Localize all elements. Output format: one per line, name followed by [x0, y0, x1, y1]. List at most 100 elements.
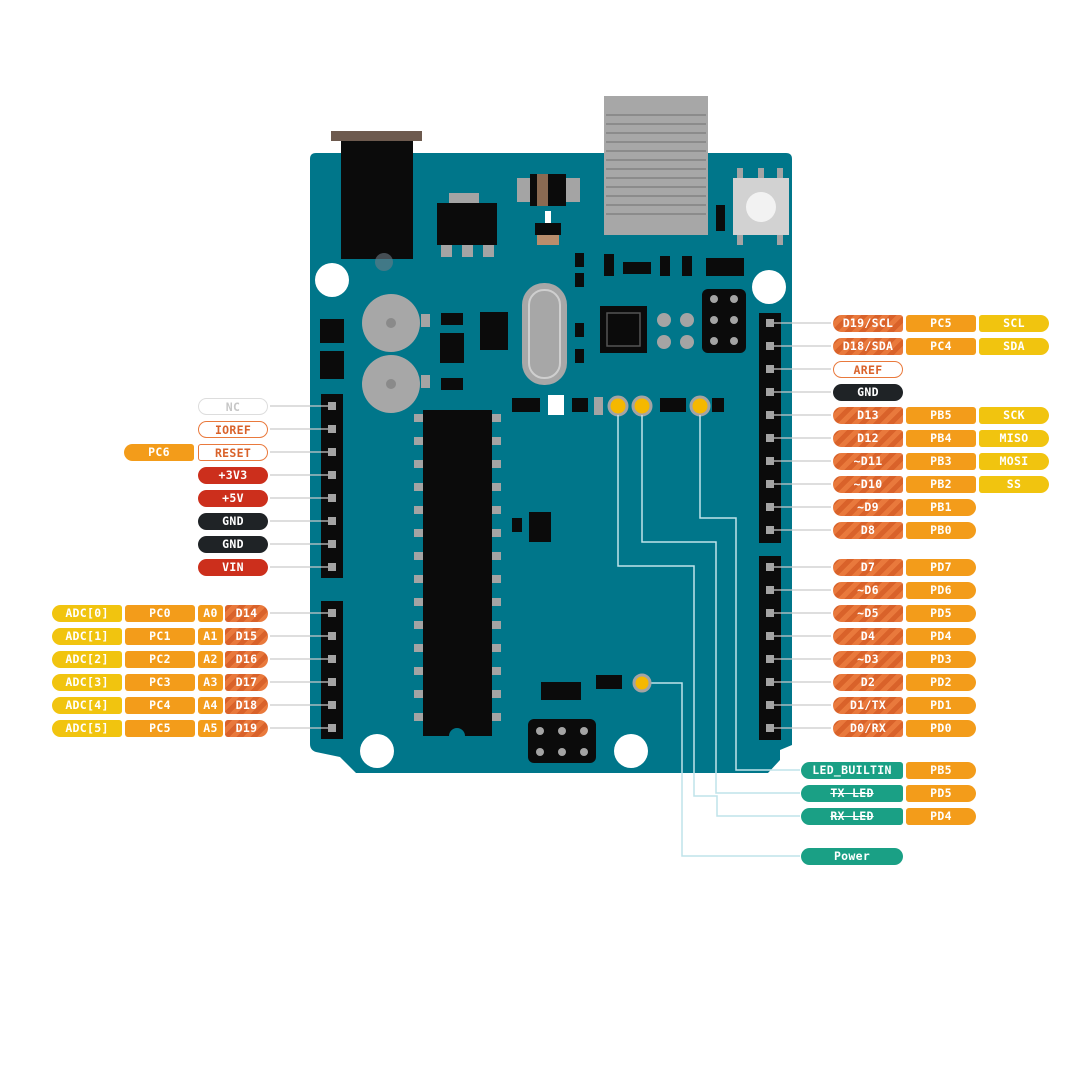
pin-port: PC5 — [125, 720, 195, 737]
right-header-upper — [759, 313, 781, 543]
pin-comm: SDA — [979, 338, 1049, 355]
pin-port: PB1 — [906, 499, 976, 516]
header-pin — [328, 402, 336, 410]
reset-button — [733, 168, 789, 245]
led-rx-port: PD4 — [906, 808, 976, 825]
led-builtin-indicator — [689, 395, 711, 417]
header-pin — [328, 678, 336, 686]
header-pin — [766, 434, 774, 442]
pin-port: PD2 — [906, 674, 976, 691]
pin-digital: D4 — [833, 628, 903, 645]
pin-analog: A2 — [198, 651, 223, 668]
pin-port: PD4 — [906, 628, 976, 645]
led-power-indicator — [632, 673, 652, 693]
pin-digital: ~D10 — [833, 476, 903, 493]
pin-digital: D8 — [833, 522, 903, 539]
pin-analog: A4 — [198, 697, 223, 714]
pin-analog: A3 — [198, 674, 223, 691]
pin-vin: VIN — [198, 559, 268, 576]
led-rx-indicator — [607, 395, 629, 417]
pin-comm: MISO — [979, 430, 1049, 447]
pin-adc: ADC[1] — [52, 628, 122, 645]
header-pin — [328, 494, 336, 502]
header-pin — [328, 563, 336, 571]
led-tx-indicator — [631, 395, 653, 417]
pin-digital: ~D5 — [833, 605, 903, 622]
pin-port: PC3 — [125, 674, 195, 691]
pin-port: PC2 — [125, 651, 195, 668]
pin-port: PB2 — [906, 476, 976, 493]
pin-port: PB0 — [906, 522, 976, 539]
pin-digital: ~D3 — [833, 651, 903, 668]
header-pin — [328, 655, 336, 663]
pin-port: PC5 — [906, 315, 976, 332]
pin-analog: A1 — [198, 628, 223, 645]
pin-port: PB4 — [906, 430, 976, 447]
pin-port: PC4 — [125, 697, 195, 714]
pin-gnd-2: GND — [198, 536, 268, 553]
header-pin — [766, 480, 774, 488]
pin-comm: SS — [979, 476, 1049, 493]
pin-comm: SCK — [979, 407, 1049, 424]
pin-digital: D18 — [225, 697, 268, 714]
pin-digital: ~D6 — [833, 582, 903, 599]
power-jack — [331, 131, 422, 141]
header-pin — [766, 503, 774, 511]
pin-digital: D2 — [833, 674, 903, 691]
pin-port: PD7 — [906, 559, 976, 576]
pin-digital: ~D9 — [833, 499, 903, 516]
pin-port: PC4 — [906, 338, 976, 355]
mount-hole — [360, 734, 394, 768]
pin-digital: D18/SDA — [833, 338, 903, 355]
pin-adc: ADC[4] — [52, 697, 122, 714]
pin-digital: ~D11 — [833, 453, 903, 470]
pin-gnd-right: GND — [833, 384, 903, 401]
pin-adc: ADC[0] — [52, 605, 122, 622]
header-pin — [328, 540, 336, 548]
left-analog-header — [321, 601, 343, 739]
header-pin — [328, 632, 336, 640]
header-pin — [328, 448, 336, 456]
header-pin — [328, 724, 336, 732]
pin-aref: AREF — [833, 361, 903, 378]
pin-digital: D0/RX — [833, 720, 903, 737]
pin-nc: NC — [198, 398, 268, 415]
header-pin — [766, 701, 774, 709]
pin-port: PD3 — [906, 651, 976, 668]
right-header-lower — [759, 556, 781, 740]
led-tx-label: TX LED — [801, 785, 903, 802]
pin-digital: D12 — [833, 430, 903, 447]
led-builtin-port: PB5 — [906, 762, 976, 779]
header-pin — [766, 609, 774, 617]
header-pin — [328, 471, 336, 479]
pin-digital: D1/TX — [833, 697, 903, 714]
header-pin — [328, 701, 336, 709]
header-pin — [766, 319, 774, 327]
pin-reset-port: PC6 — [124, 444, 194, 461]
header-pin — [766, 655, 774, 663]
pin-port: PC0 — [125, 605, 195, 622]
header-pin — [766, 388, 774, 396]
pin-3v3: +3V3 — [198, 467, 268, 484]
pin-analog: A0 — [198, 605, 223, 622]
atmega-chip — [423, 410, 492, 736]
usb-connector — [604, 96, 708, 235]
header-pin — [766, 563, 774, 571]
pin-gnd-1: GND — [198, 513, 268, 530]
pin-digital: D14 — [225, 605, 268, 622]
led-rx-label: RX LED — [801, 808, 903, 825]
left-power-header — [321, 394, 343, 578]
pin-digital: D13 — [833, 407, 903, 424]
pin-port: PD0 — [906, 720, 976, 737]
header-pin — [766, 632, 774, 640]
led-power-label: Power — [801, 848, 903, 865]
pin-comm: SCL — [979, 315, 1049, 332]
pin-port: PB5 — [906, 407, 976, 424]
pin-adc: ADC[2] — [52, 651, 122, 668]
led-tx-port: PD5 — [906, 785, 976, 802]
header-pin — [328, 609, 336, 617]
pin-analog: A5 — [198, 720, 223, 737]
mount-hole — [614, 734, 648, 768]
